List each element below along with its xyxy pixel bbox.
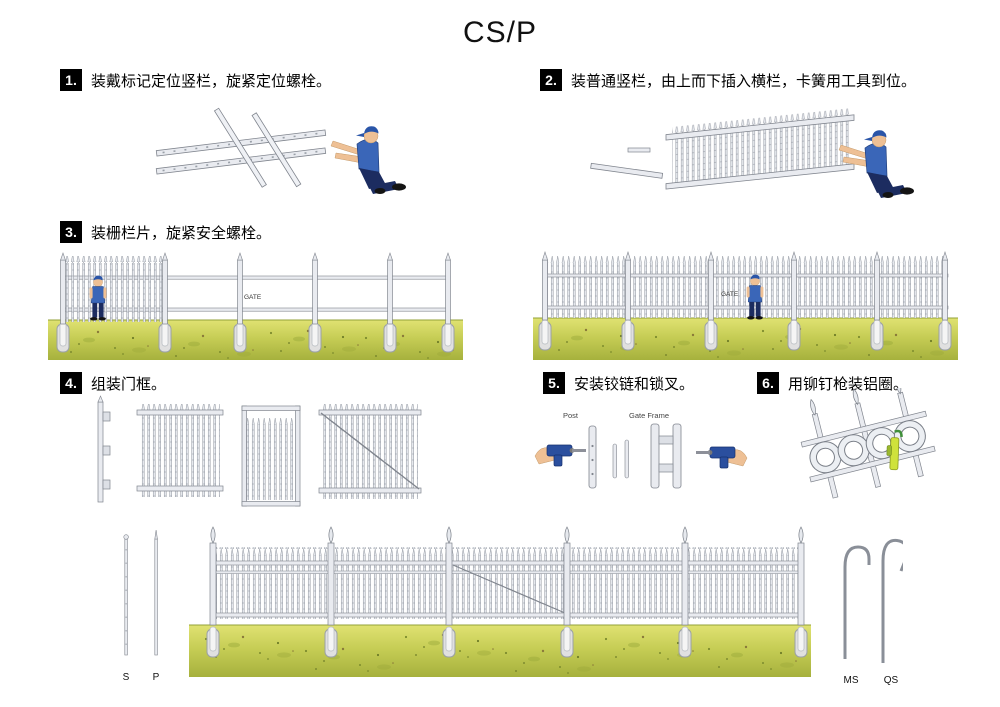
label-p: P (153, 672, 160, 683)
step-2-illustration (590, 108, 915, 199)
hook-ms (843, 545, 871, 659)
fence (542, 250, 949, 321)
step-4-text: 组装门框。 (91, 375, 167, 393)
step-6-header: 6. 用铆钉枪装铝圈。 (757, 372, 908, 394)
step-4-illustration (97, 395, 422, 507)
step-1-number: 1. (60, 69, 82, 91)
step-6-text: 用铆钉枪装铝圈。 (788, 375, 909, 393)
rivet-gun (886, 429, 903, 471)
label-s: S (123, 672, 130, 683)
gate-post-part (97, 395, 111, 503)
step-1-illustration (155, 107, 407, 195)
fence (209, 526, 805, 626)
gate-frame-posts (650, 423, 682, 489)
step-2-text: 装普通竖栏，由上而下插入横栏，卡簧用工具到位。 (571, 72, 917, 90)
gate-post (588, 425, 597, 489)
step-5-header: 5. 安装铰链和锁叉。 (543, 372, 694, 394)
finished-fence-illustration: S P (123, 526, 903, 686)
step-5-number: 5. (543, 372, 565, 394)
hook-qs (881, 538, 903, 663)
post-p (154, 529, 158, 656)
step-6-number: 6. (757, 372, 779, 394)
step-3-header: 3. 装栅栏片，旋紧安全螺栓。 (60, 221, 271, 243)
step-4-header: 4. 组装门框。 (60, 372, 166, 394)
grass (533, 317, 958, 360)
step-3-right-illustration: GATE (533, 250, 958, 360)
step-6-illustration (800, 388, 936, 499)
label-qs: QS (884, 675, 899, 686)
decorative-ring-fence (800, 388, 936, 499)
grass (189, 624, 811, 677)
step-2-header: 2. 装普通竖栏，由上而下插入横栏，卡簧用工具到位。 (540, 69, 916, 91)
step-3-text: 装栅栏片，旋紧安全螺栓。 (91, 224, 272, 242)
step-3-number: 3. (60, 221, 82, 243)
post-s (123, 534, 129, 656)
gate-frame-label: Gate Frame (629, 411, 669, 420)
gate-door (241, 405, 301, 507)
step-2-number: 2. (540, 69, 562, 91)
step-1-header: 1. 装戴标记定位竖栏，旋紧定位螺栓。 (60, 69, 331, 91)
gate-label: GATE (721, 291, 739, 298)
step-5-illustration: Post Gate Frame (534, 411, 748, 489)
picket-panel (136, 404, 224, 497)
loose-pins (612, 439, 629, 479)
braced-panel (318, 404, 422, 499)
fence-frame (60, 252, 451, 325)
grass (48, 319, 463, 360)
worker-figure (330, 125, 407, 195)
hand-drill-left (534, 444, 587, 467)
fence-panel (665, 108, 855, 190)
step-4-number: 4. (60, 372, 82, 394)
gate-label: GATE (244, 294, 262, 301)
label-ms: MS (844, 675, 859, 686)
step-1-text: 装戴标记定位竖栏，旋紧定位螺栓。 (91, 72, 332, 90)
loose-rails (590, 147, 664, 179)
step-5-text: 安装铰链和锁叉。 (574, 375, 695, 393)
post-label: Post (563, 411, 579, 420)
step-3-left-illustration: GATE (48, 252, 463, 360)
page-title: CS/P (462, 16, 538, 49)
hand-drill-right (695, 446, 748, 469)
positioning-rails (155, 107, 327, 188)
